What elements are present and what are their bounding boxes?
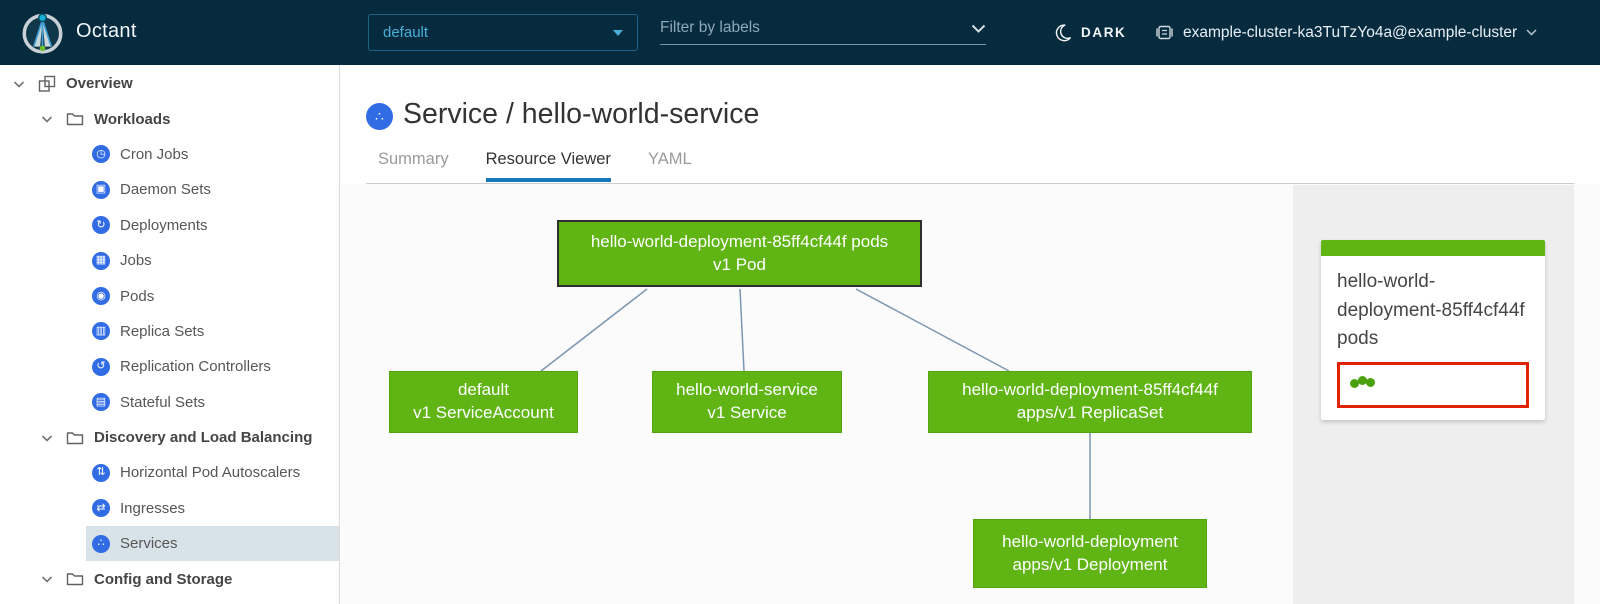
folder-icon — [66, 429, 84, 447]
app-header: Octant default Filter by labels DARK exa… — [0, 0, 1600, 65]
sidebar-item-services[interactable]: ∴ Services — [0, 526, 339, 562]
chevron-down-icon[interactable] — [38, 432, 56, 444]
folder-icon — [66, 110, 84, 128]
sidebar-item-label: Pods — [120, 287, 155, 305]
node-name: hello-world-deployment-85ff4cf44f pods — [590, 231, 889, 251]
chevron-down-icon — [1526, 29, 1537, 36]
node-kind: apps/v1 Deployment — [1012, 554, 1168, 574]
theme-toggle-label: DARK — [1081, 25, 1127, 40]
sidebar-item-label: Deployments — [120, 216, 208, 234]
overview-icon — [38, 75, 56, 93]
theme-toggle-button[interactable]: DARK — [1053, 0, 1126, 65]
node-name: hello-world-deployment-85ff4cf44f — [962, 380, 1218, 400]
sidebar-item-deployments[interactable]: ↻ Deployments — [0, 208, 339, 243]
jobs-icon: ▦ — [92, 251, 110, 270]
pod-ok-dot-icon — [1350, 378, 1359, 388]
folder-icon — [66, 570, 84, 588]
services-icon: ∴ — [92, 534, 110, 553]
replica-sets-icon: ▥ — [92, 322, 110, 341]
card-status-bar — [1321, 240, 1545, 256]
sidebar-item-ingresses[interactable]: ⇄ Ingresses — [0, 491, 339, 526]
sidebar-item-jobs[interactable]: ▦ Jobs — [0, 243, 339, 278]
deployments-icon: ↻ — [92, 216, 110, 235]
replication-controllers-icon: ↺ — [92, 357, 110, 376]
node-name: hello-world-deployment — [1002, 531, 1178, 551]
sidebar-item-replica-sets[interactable]: ▥ Replica Sets — [0, 314, 339, 349]
cluster-selector[interactable]: example-cluster-ka3TuTzYo4a@example-clus… — [1155, 0, 1537, 65]
dropdown-caret-icon — [613, 29, 623, 36]
sidebar-item-label: Cron Jobs — [120, 145, 189, 163]
daemon-sets-icon: ▣ — [92, 180, 110, 199]
node-kind: v1 ServiceAccount — [413, 403, 554, 422]
card-resource-title: hello-world-deployment-85ff4cf44f pods — [1337, 271, 1525, 349]
pods-icon: ◉ — [92, 287, 110, 306]
navigation-sidebar: Overview Workloads ◷ Cron Jobs ▣ Daemon … — [0, 65, 340, 604]
sidebar-item-label: Horizontal Pod Autoscalers — [120, 464, 301, 482]
chevron-down-icon — [971, 24, 986, 33]
sidebar-item-stateful-sets[interactable]: ▤ Stateful Sets — [0, 385, 339, 420]
selected-resource-card[interactable]: hello-world-deployment-85ff4cf44f pods — [1321, 240, 1545, 420]
sidebar-item-label: Discovery and Load Balancing — [94, 429, 313, 447]
sidebar-item-discovery-and-load-balancing[interactable]: Discovery and Load Balancing — [0, 420, 339, 455]
node-kind: v1 Service — [707, 403, 787, 422]
octant-logo-icon — [22, 13, 63, 54]
service-resource-icon: ∴ — [366, 103, 393, 130]
sidebar-item-workloads[interactable]: Workloads — [0, 101, 339, 136]
pod-ok-dot-icon — [1358, 375, 1367, 385]
stateful-sets-icon: ▤ — [92, 393, 110, 412]
sidebar-item-label: Replica Sets — [120, 322, 205, 340]
sidebar-item-label: Replication Controllers — [120, 358, 271, 376]
sidebar-item-label: Ingresses — [120, 499, 186, 517]
sidebar-item-label: Daemon Sets — [120, 181, 211, 199]
sidebar-item-overview[interactable]: Overview — [0, 66, 339, 101]
moon-icon — [1055, 24, 1072, 42]
cron-jobs-icon: ◷ — [92, 145, 110, 164]
node-kind: apps/v1 ReplicaSet — [1016, 403, 1164, 422]
sidebar-item-daemon-sets[interactable]: ▣ Daemon Sets — [0, 172, 339, 207]
tab-summary[interactable]: Summary — [378, 150, 449, 168]
pod-status-box[interactable] — [1337, 361, 1529, 408]
sidebar-item-label: Services — [120, 535, 178, 553]
chevron-down-icon[interactable] — [38, 113, 56, 125]
app-title: Octant — [76, 20, 137, 42]
cluster-name: example-cluster-ka3TuTzYo4a@example-clus… — [1183, 23, 1518, 41]
sidebar-item-replication-controllers[interactable]: ↺ Replication Controllers — [0, 349, 339, 384]
resource-tabs: Summary Resource Viewer YAML — [378, 149, 692, 182]
node-name: hello-world-service — [676, 380, 818, 400]
graph-node-service[interactable]: hello-world-service v1 Service — [652, 371, 842, 433]
graph-node-serviceaccount[interactable]: default v1 ServiceAccount — [389, 371, 578, 433]
cluster-icon — [1156, 25, 1173, 40]
tabs-separator — [366, 183, 1574, 184]
sidebar-item-label: Jobs — [120, 252, 152, 270]
namespace-value: default — [383, 24, 429, 41]
graph-node-deployment[interactable]: hello-world-deployment apps/v1 Deployment — [973, 519, 1207, 588]
sidebar-item-config-and-storage[interactable]: Config and Storage — [0, 561, 339, 596]
node-name: default — [457, 380, 510, 400]
sidebar-item-cron-jobs[interactable]: ◷ Cron Jobs — [0, 137, 339, 172]
sidebar-item-label: Stateful Sets — [120, 393, 206, 411]
sidebar-item-pods[interactable]: ◉ Pods — [0, 278, 339, 313]
sidebar-item-horizontal-pod-autoscalers[interactable]: ⇅ Horizontal Pod Autoscalers — [0, 455, 339, 490]
tab-yaml[interactable]: YAML — [647, 150, 692, 168]
detail-panel: hello-world-deployment-85ff4cf44f pods — [1293, 185, 1574, 604]
namespace-dropdown[interactable]: default — [368, 14, 638, 51]
label-filter-placeholder: Filter by labels — [660, 19, 760, 36]
node-kind: v1 Pod — [713, 254, 766, 274]
page-title: Service / hello-world-service — [403, 98, 760, 130]
ingresses-icon: ⇄ — [92, 499, 110, 518]
sidebar-item-label: Config and Storage — [94, 570, 233, 588]
label-filter-input[interactable]: Filter by labels — [660, 19, 986, 45]
pod-ok-dot-icon — [1366, 377, 1375, 387]
sidebar-item-label: Overview — [66, 75, 133, 93]
chevron-down-icon[interactable] — [10, 78, 28, 90]
graph-node-pod[interactable]: hello-world-deployment-85ff4cf44f pods v1… — [557, 220, 922, 287]
horizontal-pod-autoscalers-icon: ⇅ — [92, 463, 110, 482]
graph-node-replicaset[interactable]: hello-world-deployment-85ff4cf44f apps/v1… — [928, 371, 1252, 433]
tab-resource-viewer[interactable]: Resource Viewer — [485, 149, 611, 182]
sidebar-item-label: Workloads — [94, 110, 171, 128]
chevron-down-icon[interactable] — [38, 573, 56, 585]
